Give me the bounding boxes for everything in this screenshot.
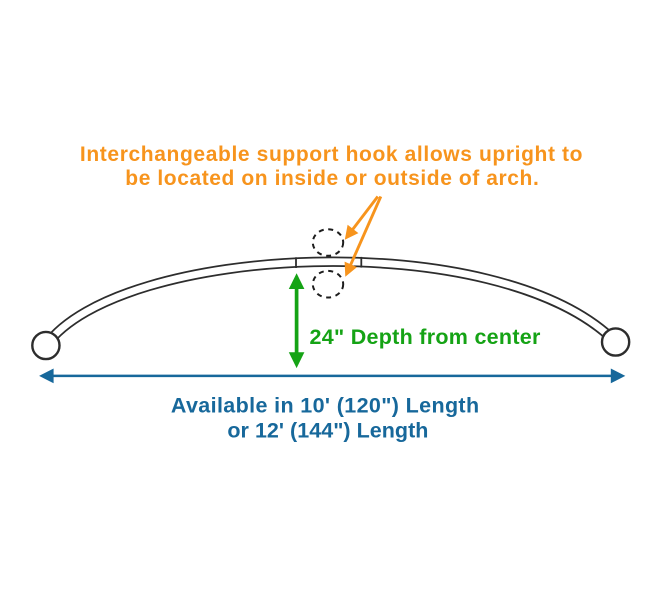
svg-text:24" Depth from center: 24" Depth from center: [310, 325, 542, 349]
svg-text:or 12' (144") Length: or 12' (144") Length: [227, 419, 428, 443]
svg-text:Interchangeable support hook a: Interchangeable support hook allows upri…: [80, 143, 583, 166]
svg-text:be located on inside or outsid: be located on inside or outside of arch.: [125, 167, 539, 190]
svg-text:Available in 10' (120") Length: Available in 10' (120") Length: [171, 394, 479, 418]
